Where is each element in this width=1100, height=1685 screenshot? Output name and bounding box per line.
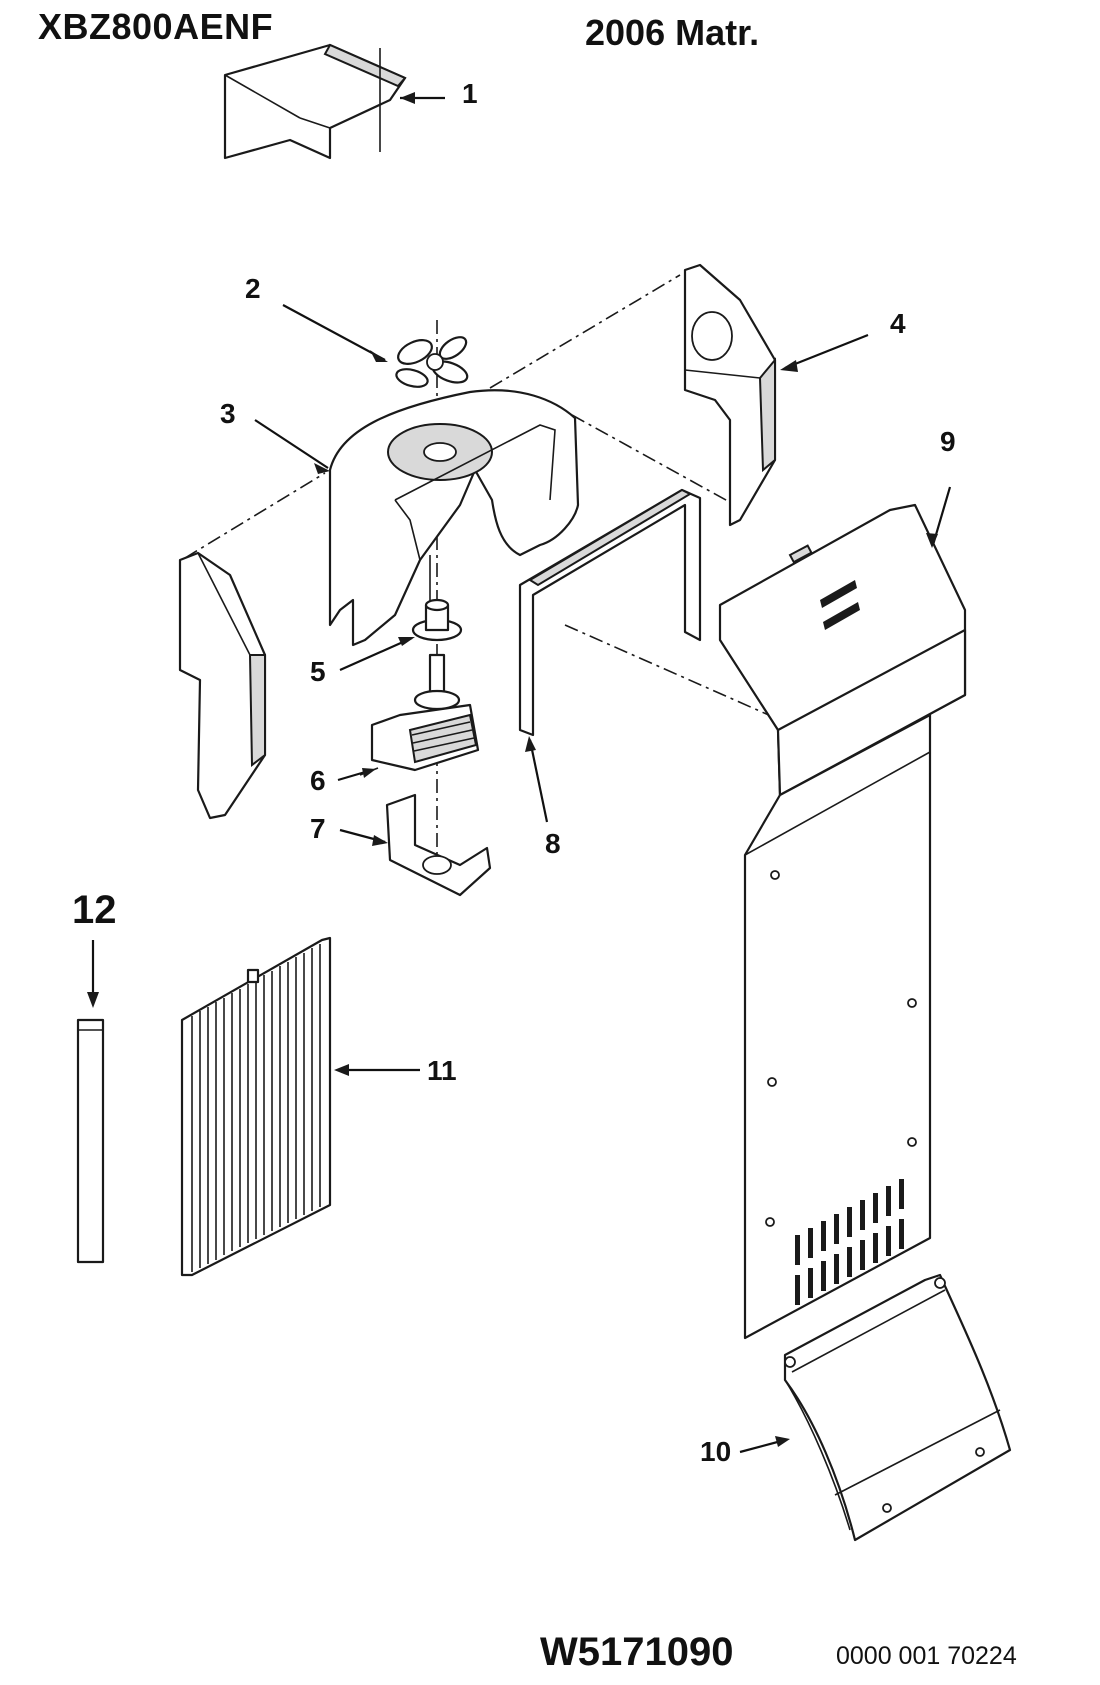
callout-2: 2 [245,273,261,304]
callout-5: 5 [310,656,326,687]
callout-3: 3 [220,398,236,429]
callout-12: 12 [72,888,117,932]
part-11-filter-grille [180,936,332,1277]
part-2-fan-blade [395,336,469,388]
callout-1: 1 [462,78,478,109]
callout-9: 9 [940,426,956,457]
part-7-motor-bracket [385,793,492,897]
part-3-fan-shroud [328,389,580,647]
leader-8 [528,739,549,823]
part-5-shaft-adapter [411,598,463,642]
document-number: W5171090 [540,1630,734,1674]
leader-4 [784,333,869,370]
leader-5 [339,636,413,672]
callout-4: 4 [890,308,906,339]
part-4-side-panel [683,263,777,527]
arrow-heads [87,92,938,1447]
vent-slots [795,1179,904,1305]
leader-3 [254,419,329,469]
grille-slats [191,944,321,1272]
part-1-bracket [223,43,407,160]
callout-6: 6 [310,765,326,796]
side-panel-left [178,551,267,820]
part-code: 0000 001 70224 [836,1642,1017,1670]
part-9-duct-cover [718,503,967,1340]
matr-year: 2006 Matr. [585,12,760,53]
part-6-fan-motor [359,653,480,776]
leader-2 [282,304,386,361]
part-10-deflector [783,1273,1012,1542]
callout-7: 7 [310,813,326,844]
callout-11: 11 [427,1055,457,1086]
callout-8: 8 [545,828,561,859]
part-12-rod [76,1018,105,1264]
model-number: XBZ800AENF [38,6,274,47]
callout-10: 10 [700,1436,732,1467]
part-8-u-gasket [518,488,702,737]
